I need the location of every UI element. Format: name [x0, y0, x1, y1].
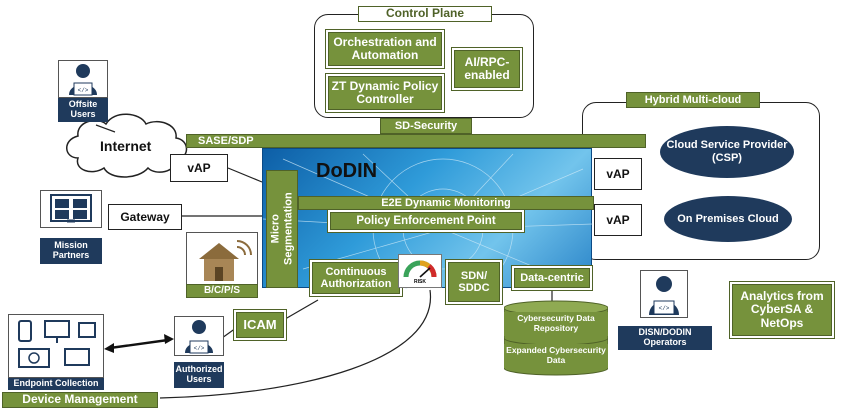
video-conference-icon — [50, 194, 92, 223]
e2e-monitoring-bar: E2E Dynamic Monitoring — [298, 196, 594, 210]
risk-gauge: RISK — [398, 254, 442, 288]
endpoint-devices-icon — [8, 314, 104, 378]
icam-box: ICAM — [236, 312, 284, 338]
micro-segmentation-box: Micro Segmentation — [266, 170, 298, 288]
zt-policy-controller-box: ZT Dynamic Policy Controller — [328, 76, 442, 110]
db-expanded-label: Expanded Cybersecurity Data — [504, 344, 608, 368]
dodin-title: DoDIN — [316, 160, 378, 182]
svg-text:</>: </> — [659, 305, 670, 312]
internet-label: Internet — [100, 138, 152, 154]
device-management-bar: Device Management — [2, 392, 158, 408]
on-prem-cloud: On Premises Cloud — [664, 196, 792, 242]
user-laptop-icon: </> — [649, 276, 679, 315]
devices-icon — [18, 320, 96, 368]
operators-icon: </> — [640, 270, 688, 318]
sd-security-label: SD-Security — [380, 118, 472, 134]
cybersecurity-database: Cybersecurity Data Repository Expanded C… — [504, 300, 608, 376]
mission-partners-label: Mission Partners — [40, 238, 102, 264]
user-laptop-icon: </> — [185, 320, 213, 354]
vap-left-box: vAP — [170, 154, 228, 182]
home-wifi-icon — [199, 240, 252, 281]
offsite-users-label: Offsite Users — [58, 98, 108, 122]
sdn-sddc-box: SDN/ SDDC — [448, 262, 500, 302]
hybrid-cloud-title: Hybrid Multi-cloud — [626, 92, 760, 108]
control-plane-title: Control Plane — [358, 6, 492, 22]
sase-sdp-label: SASE/SDP — [198, 135, 254, 147]
vap-bottom-box: vAP — [594, 204, 642, 236]
risk-label: RISK — [414, 279, 426, 285]
svg-text:</>: </> — [194, 345, 205, 352]
gateway-box: Gateway — [108, 204, 182, 230]
authorized-user-icon: </> — [174, 316, 224, 356]
authorized-users-label: Authorized Users — [174, 362, 224, 388]
vap-top-box: vAP — [594, 158, 642, 190]
offsite-user-icon: </> — [58, 60, 108, 98]
continuous-auth-box: Continuous Authorization — [312, 262, 400, 294]
analytics-box: Analytics from CyberSA & NetOps — [732, 284, 832, 336]
sase-sdp-bar — [186, 134, 646, 148]
bcps-icon — [186, 232, 258, 288]
risk-gauge-icon — [403, 260, 437, 278]
mission-partners-icon — [40, 190, 102, 228]
internet-cloud — [66, 113, 188, 178]
ai-rpc-box: AI/RPC-enabled — [454, 50, 520, 88]
data-centric-box: Data-centric — [514, 268, 590, 288]
csp-cloud: Cloud Service Provider (CSP) — [660, 126, 794, 178]
endpoint-collection-label: Endpoint Collection — [8, 378, 104, 390]
operators-label: DISN/DODIN Operators — [618, 326, 712, 350]
orchestration-box: Orchestration and Automation — [328, 32, 442, 66]
db-repository-label: Cybersecurity Data Repository — [504, 312, 608, 336]
pep-box: Policy Enforcement Point — [330, 212, 522, 230]
svg-text:</>: </> — [78, 87, 89, 94]
bcps-label: B/C/P/S — [186, 284, 258, 298]
user-laptop-icon: </> — [69, 64, 97, 96]
micro-segmentation-label: Micro Segmentation — [269, 192, 294, 266]
